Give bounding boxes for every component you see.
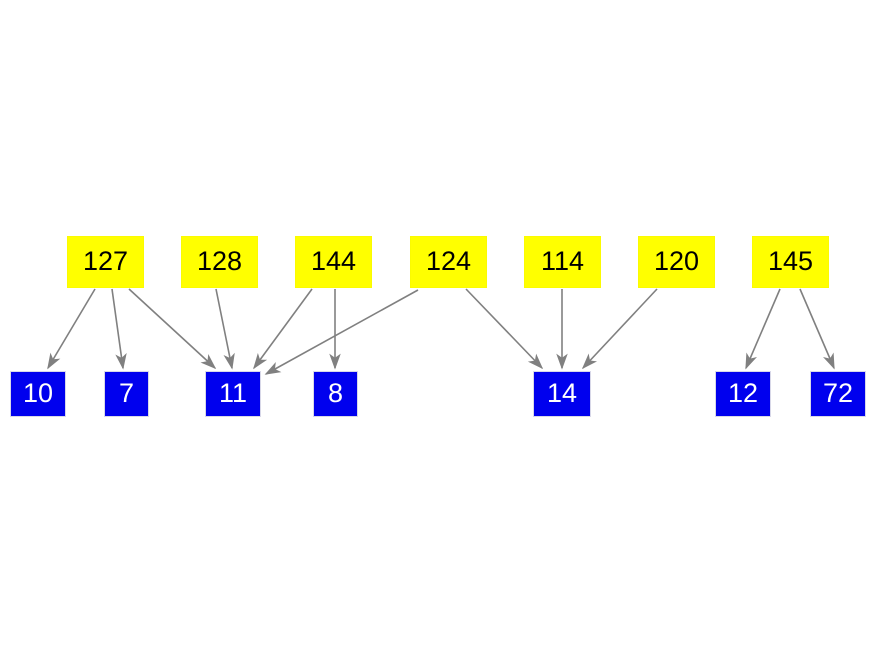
node-label: 8 [327,377,344,408]
source-node-145[interactable]: 145 [752,236,829,288]
edge-145-to-12 [745,288,781,370]
node-label: 10 [22,377,54,408]
node-label: 11 [218,377,248,408]
edge-120-to-14 [581,288,658,370]
target-node-7[interactable]: 7 [104,371,149,417]
edge-124-to-11 [264,289,419,375]
node-label: 145 [767,245,814,276]
edges-group [47,288,835,375]
edge-124-to-14 [465,288,544,370]
edge-127-to-10 [47,288,96,370]
node-label: 120 [653,245,700,276]
edge-128-to-11 [215,288,235,370]
edge-144-to-11 [253,288,313,370]
edge-127-to-11 [128,288,217,370]
target-node-10[interactable]: 10 [10,371,66,417]
target-node-11[interactable]: 11 [205,371,261,417]
target-node-12[interactable]: 12 [715,371,771,417]
source-node-128[interactable]: 128 [181,236,258,288]
node-label: 72 [822,377,854,408]
node-label: 12 [727,377,759,408]
target-node-72[interactable]: 72 [810,371,866,417]
target-node-8[interactable]: 8 [313,371,358,417]
node-label: 124 [425,245,472,276]
edge-127-to-7 [111,288,127,370]
source-node-144[interactable]: 144 [295,236,372,288]
source-node-127[interactable]: 127 [67,236,144,288]
node-label: 127 [82,245,129,276]
source-node-124[interactable]: 124 [410,236,487,288]
node-label: 114 [540,245,585,276]
edge-145-to-72 [799,288,835,370]
target-node-14[interactable]: 14 [533,371,591,417]
source-node-120[interactable]: 120 [638,236,715,288]
node-label: 7 [118,377,135,408]
source-node-114[interactable]: 114 [524,236,601,288]
node-label: 14 [546,377,578,408]
node-label: 144 [310,245,357,276]
node-label: 128 [196,245,243,276]
